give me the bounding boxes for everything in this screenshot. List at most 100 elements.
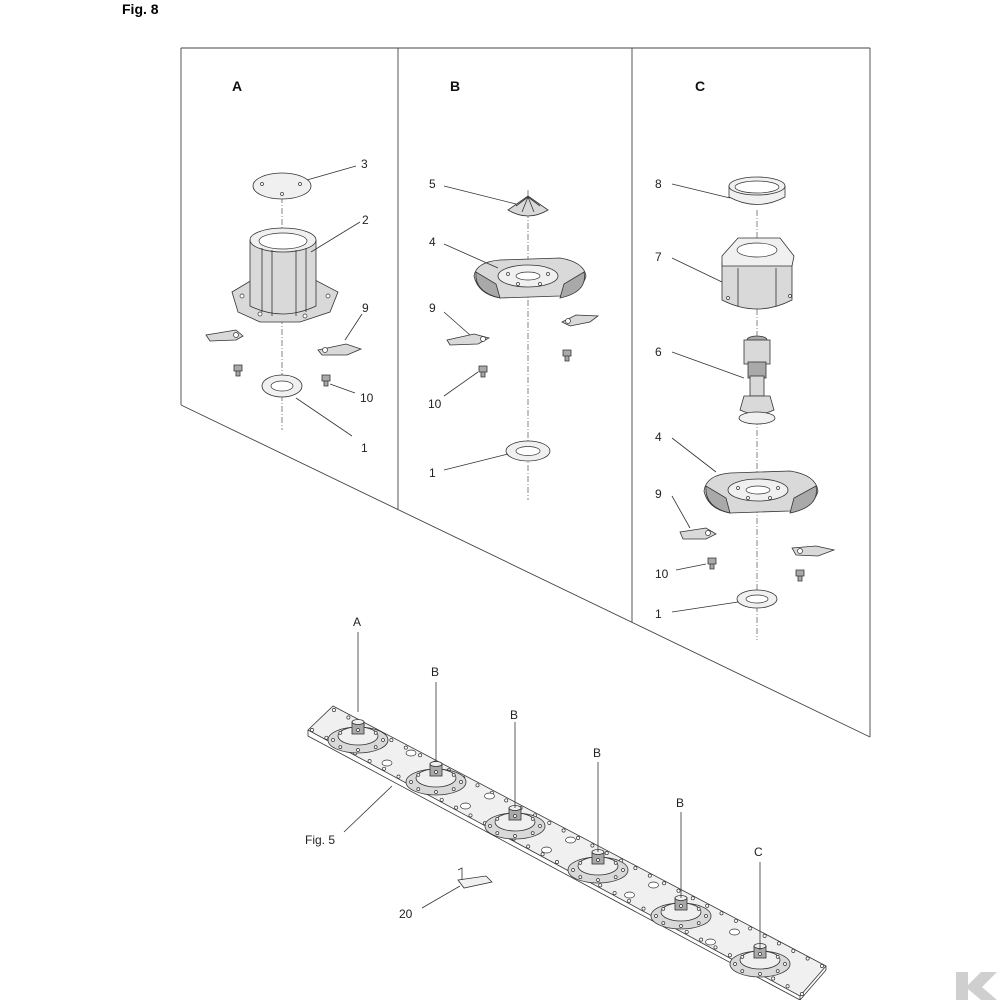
bar-bolt-hole: [540, 852, 545, 857]
bar-bolt-hole: [705, 903, 710, 908]
cover-disc-part: [252, 172, 312, 200]
brand-logo: [956, 972, 997, 1000]
bolt-right-part: [562, 349, 572, 362]
drive-shaft-part: [738, 335, 776, 425]
cap-ring-part: [728, 176, 786, 205]
bar-bolt-hole: [604, 851, 609, 856]
bar-bolt-hole: [633, 866, 638, 871]
callout-c-10: 10: [655, 567, 669, 581]
bar-bolt-hole: [627, 898, 632, 903]
bar-bolt-hole: [396, 774, 401, 779]
bar-bolt-hole: [719, 911, 724, 916]
bar-bolt-hole: [733, 918, 738, 923]
cutting-disc-part: [703, 470, 819, 514]
fig5-label: Fig. 5: [305, 833, 335, 847]
bar-bolt-hole: [662, 881, 667, 886]
cutter-hub: [567, 849, 629, 884]
bar-bolt-hole: [454, 805, 459, 810]
callout-a-3: 3: [361, 157, 368, 171]
callout-c-1: 1: [655, 607, 662, 621]
bar-bolt-hole: [576, 836, 580, 840]
bar-bolt-hole: [727, 953, 732, 958]
callout-c-6: 6: [655, 345, 662, 359]
callout-a-1: 1: [361, 441, 368, 455]
bar-bolt-hole: [805, 956, 810, 961]
callout-a-10: 10: [360, 391, 374, 405]
bolt-left-part: [233, 364, 243, 377]
bar-bolt-hole: [598, 883, 603, 888]
section-c-assembly: [671, 176, 836, 640]
cutter-hub: [729, 943, 791, 978]
bar-bolt-hole: [771, 976, 776, 981]
bar-opening: [405, 749, 417, 757]
cutter-hub: [327, 719, 389, 754]
bar-opening: [565, 836, 576, 844]
bar-opening: [484, 792, 495, 800]
position-label-b2: B: [510, 708, 518, 722]
bar-bolt-hole: [332, 708, 336, 712]
bar-bolt-hole: [713, 945, 718, 950]
cutting-disc-part: [473, 257, 587, 299]
bar-bolt-hole: [346, 715, 351, 720]
section-a-assembly: [205, 165, 363, 437]
bar-bolt-hole: [418, 753, 423, 758]
section-label-a: A: [232, 78, 242, 94]
bar-bolt-hole: [475, 783, 480, 788]
bar-bolt-hole: [820, 964, 824, 968]
position-label-b4: B: [676, 796, 684, 810]
blade-right-part: [791, 545, 836, 557]
position-label-a: A: [353, 615, 361, 629]
bolt-left-part: [707, 557, 717, 570]
bar-bolt-hole: [641, 906, 646, 911]
bar-bolt-hole: [439, 797, 444, 802]
bar-bolt-hole: [324, 735, 329, 740]
cone-cap-part: [507, 195, 549, 217]
bar-opening: [381, 759, 393, 767]
blade-left-part: [205, 329, 244, 342]
cutter-hub: [405, 761, 467, 796]
blade-right-part: [317, 343, 363, 356]
bar-opening: [460, 802, 471, 810]
bolt-right-part: [321, 374, 331, 387]
bar-opening: [648, 881, 659, 889]
small-clip-part: [457, 875, 493, 889]
bar-bolt-hole: [547, 820, 552, 825]
position-label-b1: B: [431, 665, 439, 679]
bar-bolt-hole: [367, 759, 372, 764]
callout-b-9: 9: [429, 301, 436, 315]
position-label-c: C: [754, 845, 763, 859]
bar-bolt-hole: [590, 843, 595, 848]
bar-bolt-hole: [676, 888, 681, 893]
section-label-b: B: [450, 78, 460, 94]
bar-bolt-hole: [684, 929, 689, 934]
figure-title: Fig. 8: [122, 1, 159, 17]
bar-bolt-hole: [504, 798, 509, 803]
hub-housing-part: [231, 227, 339, 323]
bolt-left-part: [478, 365, 488, 378]
callout-c-9: 9: [655, 487, 662, 501]
callout-b-10: 10: [428, 397, 442, 411]
bar-bolt-hole: [785, 984, 790, 989]
bar-bolt-hole: [800, 992, 804, 996]
blade-right-part: [561, 314, 600, 327]
panel-frame: [180, 47, 871, 738]
bar-opening: [705, 938, 716, 946]
bar-bolt-hole: [403, 745, 408, 750]
bar-bolt-hole: [612, 891, 617, 896]
bar-bolt-hole: [748, 926, 753, 931]
callout-b-4: 4: [429, 235, 436, 249]
bar-bolt-hole: [382, 766, 387, 771]
bar-bolt-hole: [791, 948, 796, 953]
bar-bolt-hole: [647, 873, 652, 878]
callout-c-4: 4: [655, 430, 662, 444]
callout-b-1: 1: [429, 466, 436, 480]
bar-bolt-hole: [699, 937, 704, 942]
bar-bolt-hole: [561, 828, 566, 833]
bolt-right-part: [795, 569, 805, 582]
bar-bolt-hole: [310, 728, 314, 732]
bar-bolt-hole: [526, 844, 531, 849]
callout-a-9: 9: [362, 301, 369, 315]
callout-a-2: 2: [362, 213, 369, 227]
callout-c-7: 7: [655, 250, 662, 264]
